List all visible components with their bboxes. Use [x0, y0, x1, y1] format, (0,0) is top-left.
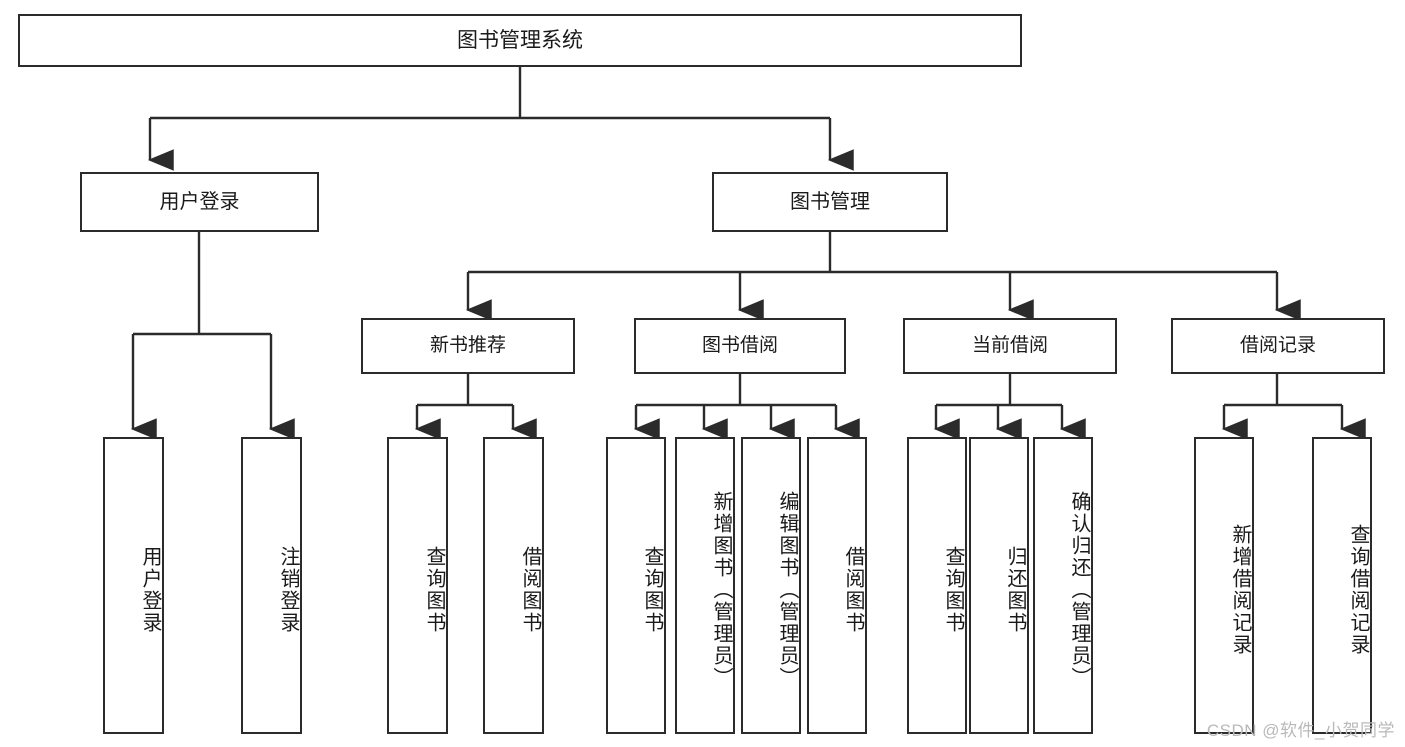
node-label: 新增借阅记录 — [1229, 523, 1251, 656]
leaf-add-borrow-record[interactable]: 新增借阅记录 — [1194, 437, 1254, 734]
leaf-logout-login[interactable]: 注销登录 — [241, 437, 302, 734]
node-label: 新书推荐 — [429, 335, 506, 357]
leaf-query-borrow-record[interactable]: 查询借阅记录 — [1312, 437, 1372, 734]
node-book-management[interactable]: 图书管理 — [712, 172, 948, 232]
node-label: 注销登录 — [277, 545, 299, 634]
node-label: 确认归还（管理员） — [1068, 490, 1090, 689]
node-label: 归还图书 — [1004, 545, 1026, 634]
node-label: 当前借阅 — [971, 335, 1048, 357]
node-label: 新增图书（管理员） — [710, 490, 732, 689]
node-book-borrow[interactable]: 图书借阅 — [634, 318, 846, 374]
node-new-book-recommend[interactable]: 新书推荐 — [361, 318, 575, 374]
node-borrow-record[interactable]: 借阅记录 — [1171, 318, 1385, 374]
node-label: 用户登录 — [139, 545, 161, 634]
node-label: 图书管理系统 — [457, 28, 583, 52]
leaf-borrow-book[interactable]: 借阅图书 — [807, 437, 867, 734]
node-label: 图书借阅 — [701, 335, 778, 357]
node-label: 图书管理 — [790, 190, 870, 213]
node-label: 查询图书 — [423, 545, 445, 634]
leaf-edit-book-admin[interactable]: 编辑图书（管理员） — [741, 437, 801, 734]
node-current-borrow[interactable]: 当前借阅 — [903, 318, 1117, 374]
node-user-login[interactable]: 用户登录 — [80, 172, 319, 232]
node-label: 借阅图书 — [842, 545, 864, 634]
watermark: CSDN @软件_小贺同学 — [1206, 721, 1395, 740]
leaf-borrow-book-recommend[interactable]: 借阅图书 — [483, 437, 544, 734]
node-label: 借阅图书 — [519, 545, 541, 634]
node-label: 查询借阅记录 — [1347, 523, 1369, 656]
node-label: 借阅记录 — [1239, 335, 1316, 357]
node-label: 查询图书 — [641, 545, 663, 634]
leaf-query-book-recommend[interactable]: 查询图书 — [387, 437, 448, 734]
leaf-user-login[interactable]: 用户登录 — [103, 437, 164, 734]
node-root-system[interactable]: 图书管理系统 — [18, 14, 1022, 67]
node-label: 用户登录 — [159, 190, 240, 213]
node-label: 查询图书 — [942, 545, 964, 634]
leaf-query-book-borrow[interactable]: 查询图书 — [606, 437, 666, 734]
leaf-confirm-return-admin[interactable]: 确认归还（管理员） — [1033, 437, 1093, 734]
leaf-return-book[interactable]: 归还图书 — [969, 437, 1029, 734]
leaf-query-book-current[interactable]: 查询图书 — [907, 437, 967, 734]
leaf-add-book-admin[interactable]: 新增图书（管理员） — [675, 437, 735, 734]
node-label: 编辑图书（管理员） — [776, 490, 798, 689]
